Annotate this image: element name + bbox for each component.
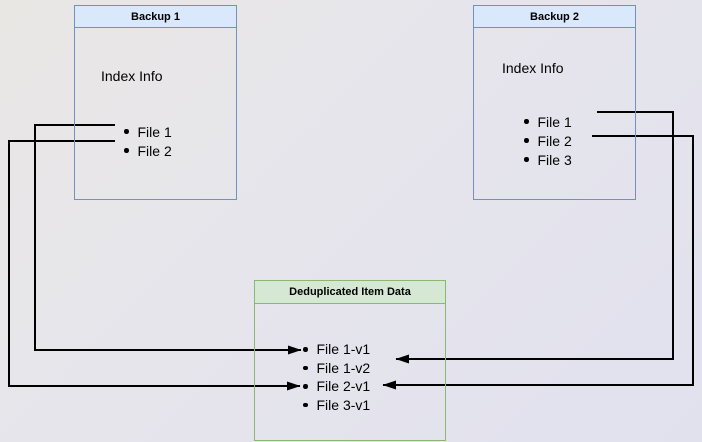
list-item: File 3-v1 xyxy=(303,396,371,415)
item-label: File 1-v2 xyxy=(316,359,371,376)
file-label: File 3 xyxy=(537,151,572,168)
backup1-file-list: File 1 File 2 xyxy=(124,122,172,160)
item-label: File 1-v1 xyxy=(316,341,371,358)
backup2-box-title: Backup 2 xyxy=(474,6,635,28)
backup1-box-title: Backup 1 xyxy=(75,6,236,28)
dedup-box-title: Deduplicated Item Data xyxy=(255,281,445,304)
list-item: File 1 xyxy=(524,112,572,131)
backup2-index-info-label: Index Info xyxy=(502,60,564,76)
dedup-item-list: File 1-v1 File 1-v2 File 2-v1 File 3-v1 xyxy=(303,340,371,415)
backup1-box: Backup 1 Index Info File 1 File 2 xyxy=(74,5,237,200)
backup2-box: Backup 2 Index Info File 1 File 2 File 3 xyxy=(473,5,636,200)
backup2-file-list: File 1 File 2 File 3 xyxy=(524,112,572,169)
list-item: File 3 xyxy=(524,150,572,169)
file-label: File 1 xyxy=(137,123,172,140)
file-label: File 2 xyxy=(137,142,172,159)
list-item: File 1-v1 xyxy=(303,340,371,359)
list-item: File 1 xyxy=(124,122,172,141)
list-item: File 2-v1 xyxy=(303,377,371,396)
file-label: File 2 xyxy=(537,132,572,149)
backup1-index-info-label: Index Info xyxy=(101,68,163,84)
list-item: File 2 xyxy=(124,141,172,160)
list-item: File 1-v2 xyxy=(303,359,371,378)
list-item: File 2 xyxy=(524,131,572,150)
file-label: File 1 xyxy=(537,113,572,130)
deduplicated-item-data-box: Deduplicated Item Data File 1-v1 File 1-… xyxy=(254,280,446,441)
item-label: File 3-v1 xyxy=(316,396,371,413)
item-label: File 2-v1 xyxy=(316,378,371,395)
